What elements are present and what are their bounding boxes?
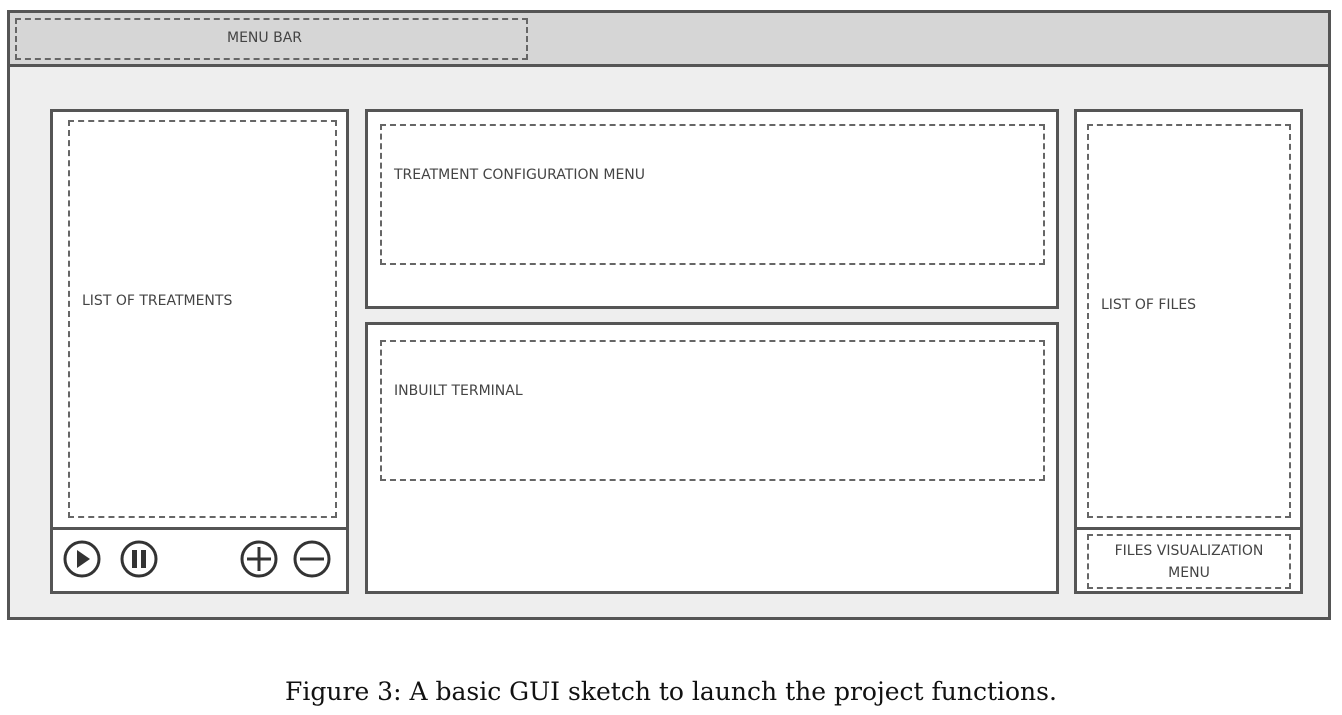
inbuilt-terminal[interactable]: INBUILT TERMINAL — [380, 340, 1045, 481]
treatments-list-label: LIST OF TREATMENTS — [82, 293, 233, 309]
menu-bar-label: MENU BAR — [227, 30, 303, 46]
minus-icon — [293, 540, 331, 578]
files-visualization-label: FILES VISUALIZATION MENU — [1089, 540, 1289, 584]
config-menu-label: TREATMENT CONFIGURATION MENU — [394, 167, 646, 183]
terminal-label: INBUILT TERMINAL — [394, 383, 523, 399]
config-panel: TREATMENT CONFIGURATION MENU — [365, 109, 1059, 309]
files-panel: LIST OF FILES FILES VISUALIZATION MENU — [1074, 109, 1303, 594]
files-visualization-menu[interactable]: FILES VISUALIZATION MENU — [1087, 534, 1291, 589]
remove-button[interactable] — [292, 539, 332, 579]
treatments-controls-divider — [53, 527, 346, 530]
files-visualization-label-line2: MENU — [1168, 565, 1210, 581]
plus-icon — [240, 540, 278, 578]
figure-caption: Figure 3: A basic GUI sketch to launch t… — [285, 677, 1057, 706]
files-list[interactable]: LIST OF FILES — [1087, 124, 1291, 518]
treatment-configuration-menu[interactable]: TREATMENT CONFIGURATION MENU — [380, 124, 1045, 265]
app-window: MENU BAR LIST OF TREATMENTS — [7, 10, 1331, 620]
play-button[interactable] — [62, 539, 102, 579]
menu-bar: MENU BAR — [10, 13, 1328, 67]
add-button[interactable] — [239, 539, 279, 579]
pause-button[interactable] — [119, 539, 159, 579]
files-divider — [1077, 527, 1300, 530]
treatments-list[interactable]: LIST OF TREATMENTS — [68, 120, 337, 518]
files-list-label: LIST OF FILES — [1101, 297, 1197, 313]
files-visualization-label-line1: FILES VISUALIZATION — [1114, 543, 1264, 559]
menu-bar-region[interactable]: MENU BAR — [15, 18, 528, 60]
terminal-panel: INBUILT TERMINAL — [365, 322, 1059, 594]
treatments-panel: LIST OF TREATMENTS — [50, 109, 349, 594]
play-icon — [63, 540, 101, 578]
pause-icon — [120, 540, 158, 578]
